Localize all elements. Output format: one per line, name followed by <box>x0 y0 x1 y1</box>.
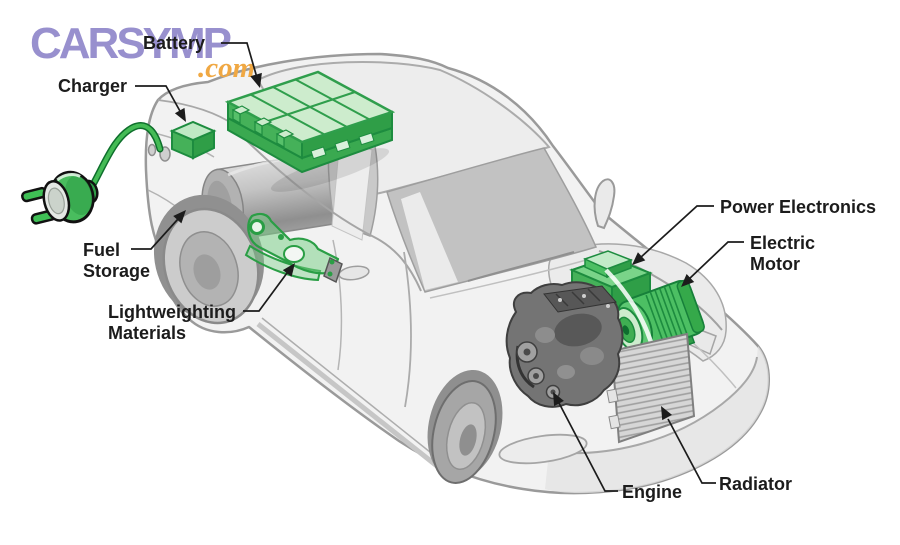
side-mirror <box>593 178 616 230</box>
charger-box <box>169 120 217 160</box>
label-fuel-storage: Fuel Storage <box>83 240 151 281</box>
door-handle <box>338 265 370 281</box>
engine-block <box>505 281 624 408</box>
charge-port <box>147 143 171 162</box>
charging-cord <box>86 122 164 194</box>
suspension-arm <box>244 212 343 284</box>
brand-watermark: CARSYMP .com <box>30 22 300 92</box>
battery-pack <box>224 70 396 192</box>
label-power-electronics: Power Electronics <box>720 197 877 217</box>
label-lightweighting-materials: Lightweighting Materials <box>108 302 236 343</box>
brand-wordmark: CARSYMP <box>30 19 232 68</box>
wiper <box>467 251 575 282</box>
rocker-line <box>256 322 449 476</box>
brand-domain-suffix: .com <box>198 52 256 84</box>
label-battery: Battery <box>143 33 206 53</box>
windshield <box>386 147 598 293</box>
door-panels <box>239 133 451 476</box>
rear-wheel <box>153 194 265 325</box>
charging-plug <box>21 170 99 225</box>
label-electric-motor: Electric Motor <box>750 233 816 274</box>
label-charger: Charger <box>58 76 128 96</box>
label-radiator: Radiator <box>719 474 793 494</box>
front-wheel <box>427 369 503 484</box>
label-engine: Engine <box>622 482 683 502</box>
battery-connectors <box>231 105 295 149</box>
